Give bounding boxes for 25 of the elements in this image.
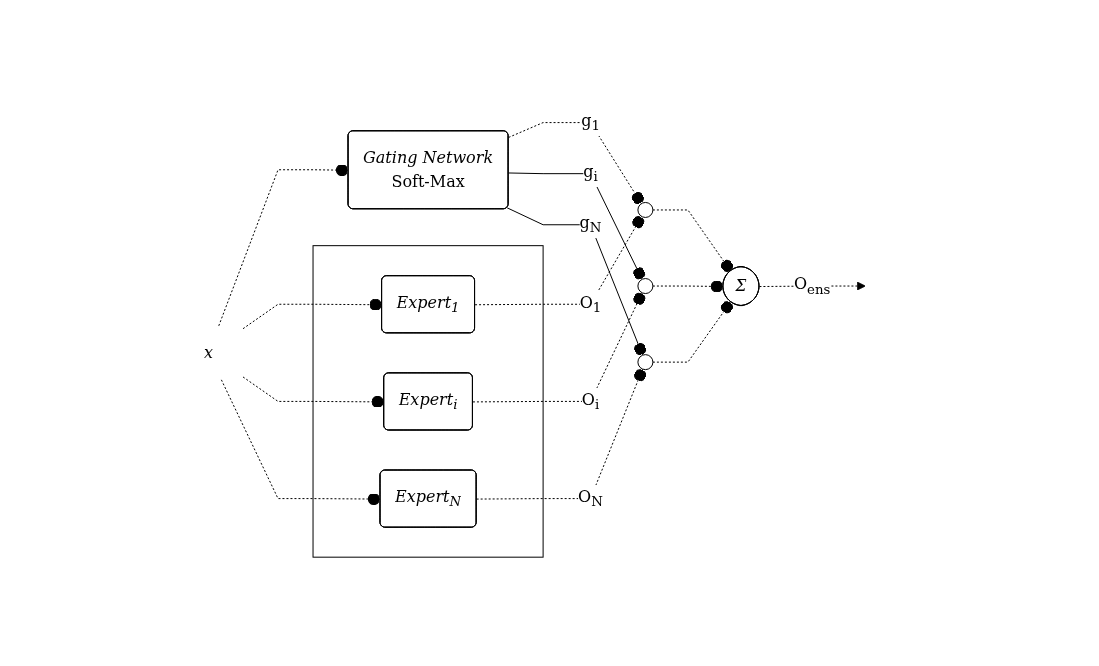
edge-label: O$_{N}$ xyxy=(577,486,603,510)
edge-label: O$_{i}$ xyxy=(581,389,600,412)
node-text: x xyxy=(203,342,213,362)
edge-label: g$_{1}$ xyxy=(580,110,600,134)
connector xyxy=(652,280,724,293)
node-circle xyxy=(637,354,654,371)
connector xyxy=(218,164,349,327)
edge-label: O$_{1}$ xyxy=(579,292,602,315)
connector xyxy=(475,368,646,500)
connector xyxy=(220,379,381,505)
connector xyxy=(242,376,385,408)
connector xyxy=(652,301,733,363)
connector xyxy=(652,209,733,272)
connector xyxy=(242,298,383,330)
connector xyxy=(506,207,647,356)
connector xyxy=(472,292,646,403)
connector xyxy=(507,122,644,204)
node-circle xyxy=(637,277,654,294)
edge-label: g$_{i}$ xyxy=(583,161,598,185)
connector xyxy=(474,215,645,306)
connector xyxy=(507,172,646,280)
edge-label: O$_{ens}$ xyxy=(793,274,831,297)
cluster xyxy=(312,245,544,558)
edge-label: g$_{N}$ xyxy=(579,213,602,236)
node-circle xyxy=(637,201,654,218)
